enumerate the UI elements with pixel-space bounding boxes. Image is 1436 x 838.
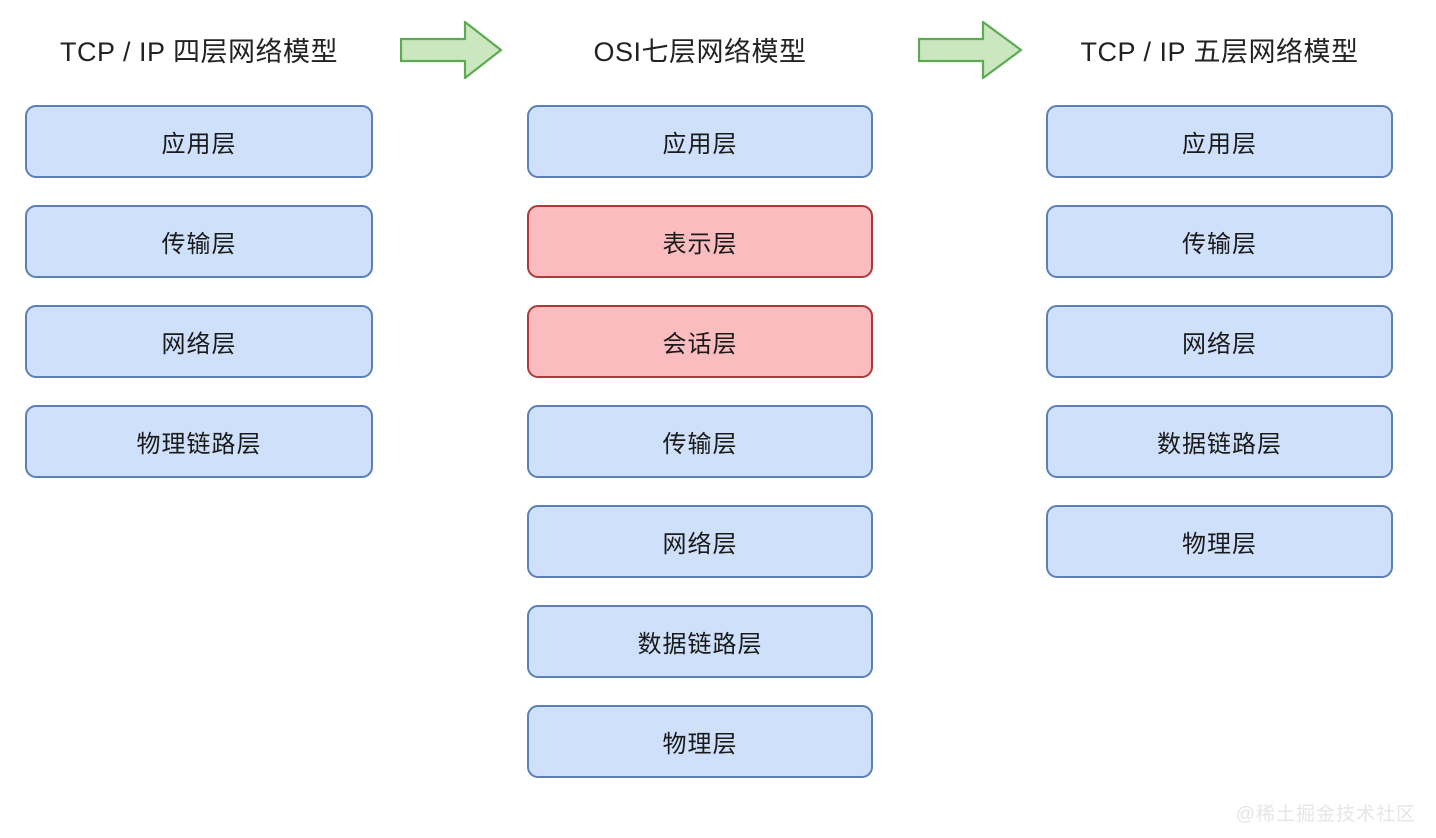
layer-label: 应用层 [662,131,738,158]
layer-label: 数据链路层 [637,631,763,658]
layer-box-physical: 物理层 [527,705,873,778]
layer-box-network: 网络层 [1046,305,1393,378]
layer-label: 物理链路层 [136,431,262,458]
layer-box-application: 应用层 [527,105,873,178]
layer-box-data-link: 数据链路层 [1046,405,1393,478]
layer-box-transport: 传输层 [527,405,873,478]
layer-box-physical: 物理层 [1046,505,1393,578]
right-arrow-icon-2 [917,19,1023,84]
layer-label: 传输层 [1182,231,1257,258]
layer-label: 应用层 [161,131,237,158]
layer-label: 传输层 [662,431,738,458]
layer-label: 表示层 [662,231,738,258]
layer-label: 网络层 [1182,331,1257,358]
column-title-tcpip-four-layer: TCP / IP 四层网络模型 [59,37,339,67]
column-title-osi-seven-layer: OSI七层网络模型 [593,37,807,67]
layer-box-physical-link: 物理链路层 [25,405,373,478]
layer-stack-osi-seven-layer: 应用层 表示层 会话层 传输层 网络层 数据链路层 物理层 [527,105,873,805]
layer-label: 物理层 [1182,531,1257,558]
layer-label: 网络层 [662,531,738,558]
column-title-tcpip-five-layer: TCP / IP 五层网络模型 [1080,37,1359,67]
layer-label: 物理层 [662,731,738,758]
layer-box-application: 应用层 [1046,105,1393,178]
layer-stack-tcpip-four-layer: 应用层 传输层 网络层 物理链路层 [25,105,373,505]
layer-label: 应用层 [1182,131,1257,158]
layer-label: 数据链路层 [1157,431,1282,458]
layer-box-network: 网络层 [527,505,873,578]
watermark: @稀土掘金技术社区 [1235,804,1416,825]
layer-box-transport: 传输层 [1046,205,1393,278]
layer-box-presentation: 表示层 [527,205,873,278]
layer-box-session: 会话层 [527,305,873,378]
layer-box-network: 网络层 [25,305,373,378]
layer-label: 会话层 [662,331,738,358]
right-arrow-icon-1 [399,19,503,84]
layer-stack-tcpip-five-layer: 应用层 传输层 网络层 数据链路层 物理层 [1046,105,1393,605]
layer-label: 网络层 [161,331,237,358]
layer-box-data-link: 数据链路层 [527,605,873,678]
layer-box-application: 应用层 [25,105,373,178]
layer-label: 传输层 [161,231,237,258]
layer-box-transport: 传输层 [25,205,373,278]
